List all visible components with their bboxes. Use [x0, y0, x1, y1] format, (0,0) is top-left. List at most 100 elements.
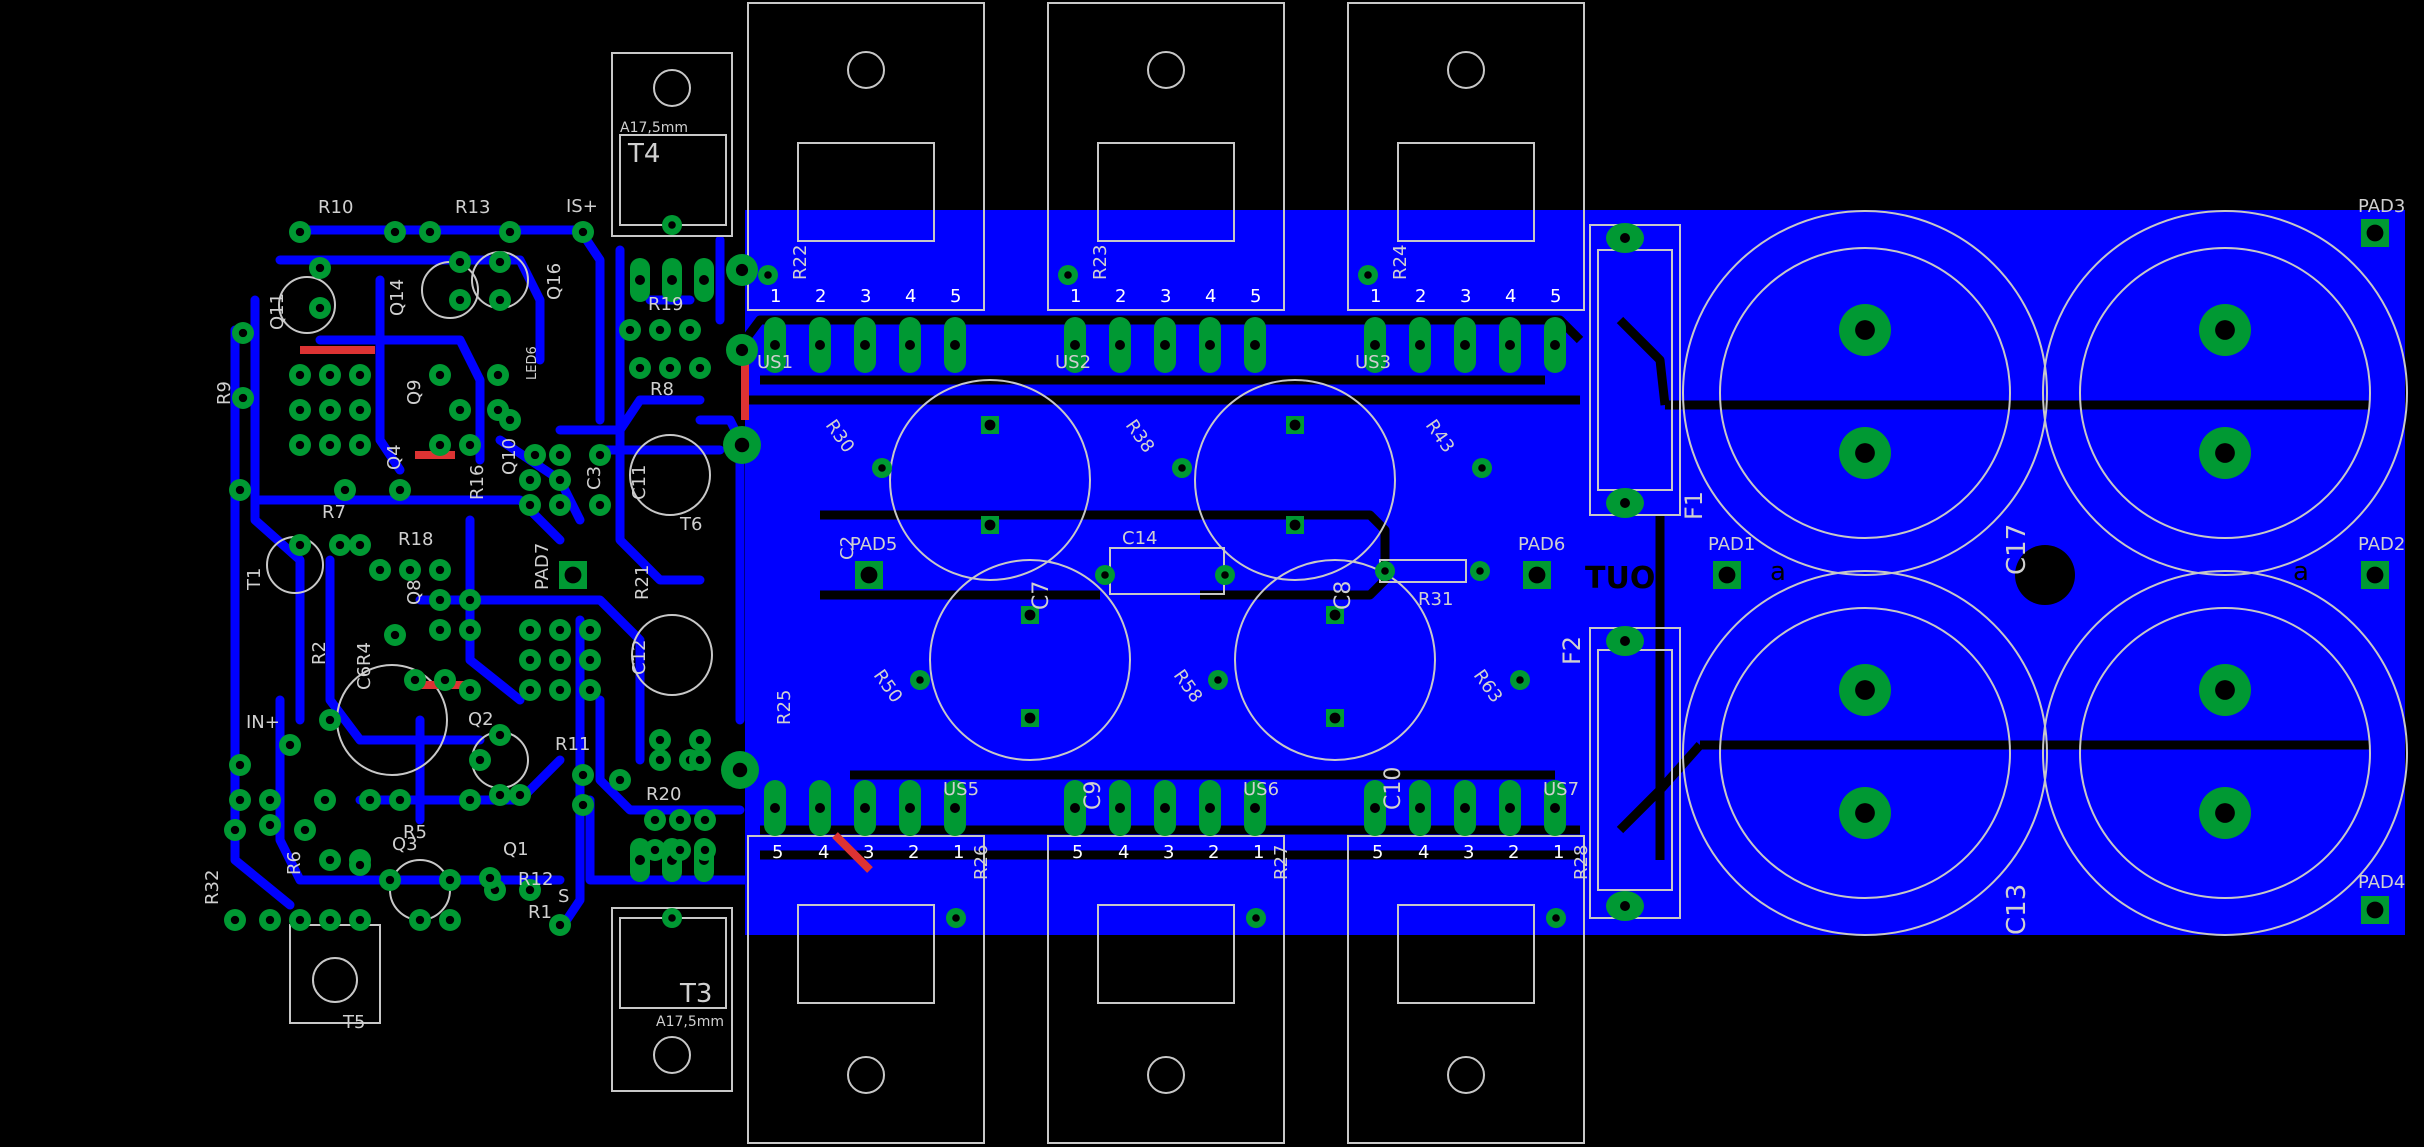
- pad-hole: [410, 675, 420, 685]
- label-tuo: TUO: [1585, 561, 1655, 596]
- pad-hole: [595, 450, 605, 460]
- pad-hole: [635, 363, 645, 373]
- pad-hole: [916, 676, 924, 684]
- pad-hole: [695, 735, 705, 745]
- label-r2: R2: [309, 641, 330, 665]
- label-q9: Q9: [404, 379, 425, 405]
- pad-hole: [435, 595, 445, 605]
- label-r19: R19: [648, 294, 683, 315]
- pad-hole: [465, 685, 475, 695]
- pad-hole: [655, 325, 665, 335]
- pad-hole: [1620, 901, 1630, 911]
- pin-us1-1: 1: [770, 286, 781, 307]
- label-r6: R6: [284, 851, 305, 875]
- pad-hole: [435, 370, 445, 380]
- pad-hole: [668, 221, 676, 229]
- pad-hole: [555, 685, 565, 695]
- pin-us5-2: 2: [908, 842, 919, 863]
- pad-hole: [325, 915, 335, 925]
- mounting-hole: [2015, 545, 2075, 605]
- label-r25: R25: [774, 690, 795, 725]
- pin-us6-4: 4: [1118, 842, 1129, 863]
- pad-hole: [295, 227, 305, 237]
- pad-hole: [860, 566, 878, 584]
- pad-hole: [1381, 567, 1389, 575]
- label-c13: C13: [2002, 884, 2032, 935]
- label-pad1: PAD1: [1708, 534, 1755, 555]
- label-us5: US5: [943, 779, 979, 800]
- pin-us6-1: 1: [1253, 842, 1264, 863]
- pad-hole: [525, 475, 535, 485]
- pad-hole: [734, 437, 750, 453]
- pin-us6-2: 2: [1208, 842, 1219, 863]
- pin-us7-2: 2: [1508, 842, 1519, 863]
- pad-hole: [375, 565, 385, 575]
- label-c6r4: C6R4: [354, 642, 375, 690]
- pad-hole: [905, 340, 915, 350]
- pad-hole: [435, 565, 445, 575]
- pad-hole: [295, 370, 305, 380]
- pad-hole: [405, 565, 415, 575]
- label-c3: C3: [584, 466, 605, 490]
- pad-hole: [1552, 914, 1560, 922]
- pad-hole: [1855, 680, 1875, 700]
- pad-hole: [493, 405, 503, 415]
- pad-hole: [1620, 498, 1630, 508]
- pad-hole: [230, 825, 240, 835]
- pad-hole: [625, 325, 635, 335]
- pad-hole: [455, 405, 465, 415]
- pad-hole: [495, 790, 505, 800]
- pad-hole: [390, 630, 400, 640]
- pad-hole: [2366, 566, 2384, 584]
- label-r13: R13: [455, 197, 490, 218]
- pad-hole: [984, 519, 996, 531]
- pin-us5-3: 3: [863, 842, 874, 863]
- pad-hole: [555, 625, 565, 635]
- pad-hole: [1024, 712, 1036, 724]
- pad-hole: [1505, 340, 1515, 350]
- pad-hole: [435, 625, 445, 635]
- pad-hole: [455, 295, 465, 305]
- label-r23: R23: [1090, 245, 1111, 280]
- label-r24: R24: [1390, 245, 1411, 280]
- pad-hole: [1329, 712, 1341, 724]
- pad-hole: [2215, 803, 2235, 823]
- label-f2: F2: [1558, 636, 1586, 665]
- pin-us3-5: 5: [1550, 286, 1561, 307]
- pad-hole: [878, 464, 886, 472]
- label-t3: T3: [679, 979, 712, 1009]
- pad-hole: [355, 860, 365, 870]
- pad-hole: [1370, 803, 1380, 813]
- pin-us3-1: 1: [1370, 286, 1381, 307]
- pad-hole: [238, 393, 248, 403]
- label-r27: R27: [1271, 845, 1292, 880]
- pad-hole: [1460, 803, 1470, 813]
- pad-hole: [770, 803, 780, 813]
- pad-hole: [635, 855, 645, 865]
- pad-hole: [905, 803, 915, 813]
- pad-hole: [655, 755, 665, 765]
- label-pad7: PAD7: [532, 543, 553, 590]
- pad-hole: [1329, 609, 1341, 621]
- pad-hole: [1214, 676, 1222, 684]
- pad-hole: [1205, 340, 1215, 350]
- pad-hole: [1855, 803, 1875, 823]
- pad-hole: [320, 795, 330, 805]
- pad-hole: [635, 275, 645, 285]
- pad-hole: [1115, 803, 1125, 813]
- pad-hole: [860, 803, 870, 813]
- label-f1: F1: [1680, 491, 1708, 520]
- label-q3: Q3: [392, 834, 418, 855]
- pin-us7-5: 5: [1372, 842, 1383, 863]
- pad-hole: [667, 275, 677, 285]
- pad-hole: [2215, 680, 2235, 700]
- label-us2: US2: [1055, 352, 1091, 373]
- label-pad3: PAD3: [2358, 196, 2405, 217]
- label-c10: C10: [1381, 767, 1406, 810]
- pad-hole: [415, 915, 425, 925]
- pad-hole: [355, 405, 365, 415]
- pad-hole: [295, 405, 305, 415]
- pin-us7-4: 4: [1418, 842, 1429, 863]
- pin-us6-3: 3: [1163, 842, 1174, 863]
- pad-hole: [695, 755, 705, 765]
